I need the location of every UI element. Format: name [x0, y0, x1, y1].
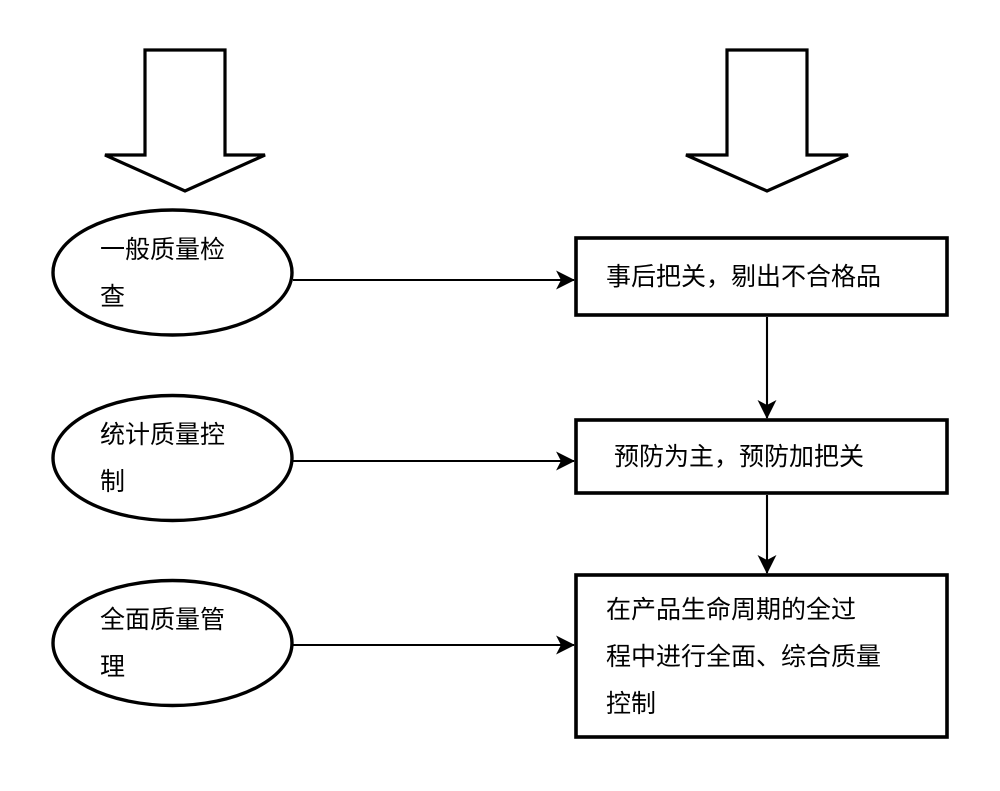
stage-3-box[interactable] — [574, 573, 949, 739]
stage-2-ellipse[interactable] — [51, 393, 294, 523]
block-arrow-left-icon — [104, 48, 266, 193]
stage-3-ellipse[interactable] — [51, 578, 294, 708]
stage-2-box[interactable] — [574, 418, 949, 495]
stage-1-ellipse[interactable] — [51, 208, 294, 337]
stage-1-box[interactable] — [574, 236, 949, 317]
block-arrow-right-icon — [685, 48, 849, 193]
